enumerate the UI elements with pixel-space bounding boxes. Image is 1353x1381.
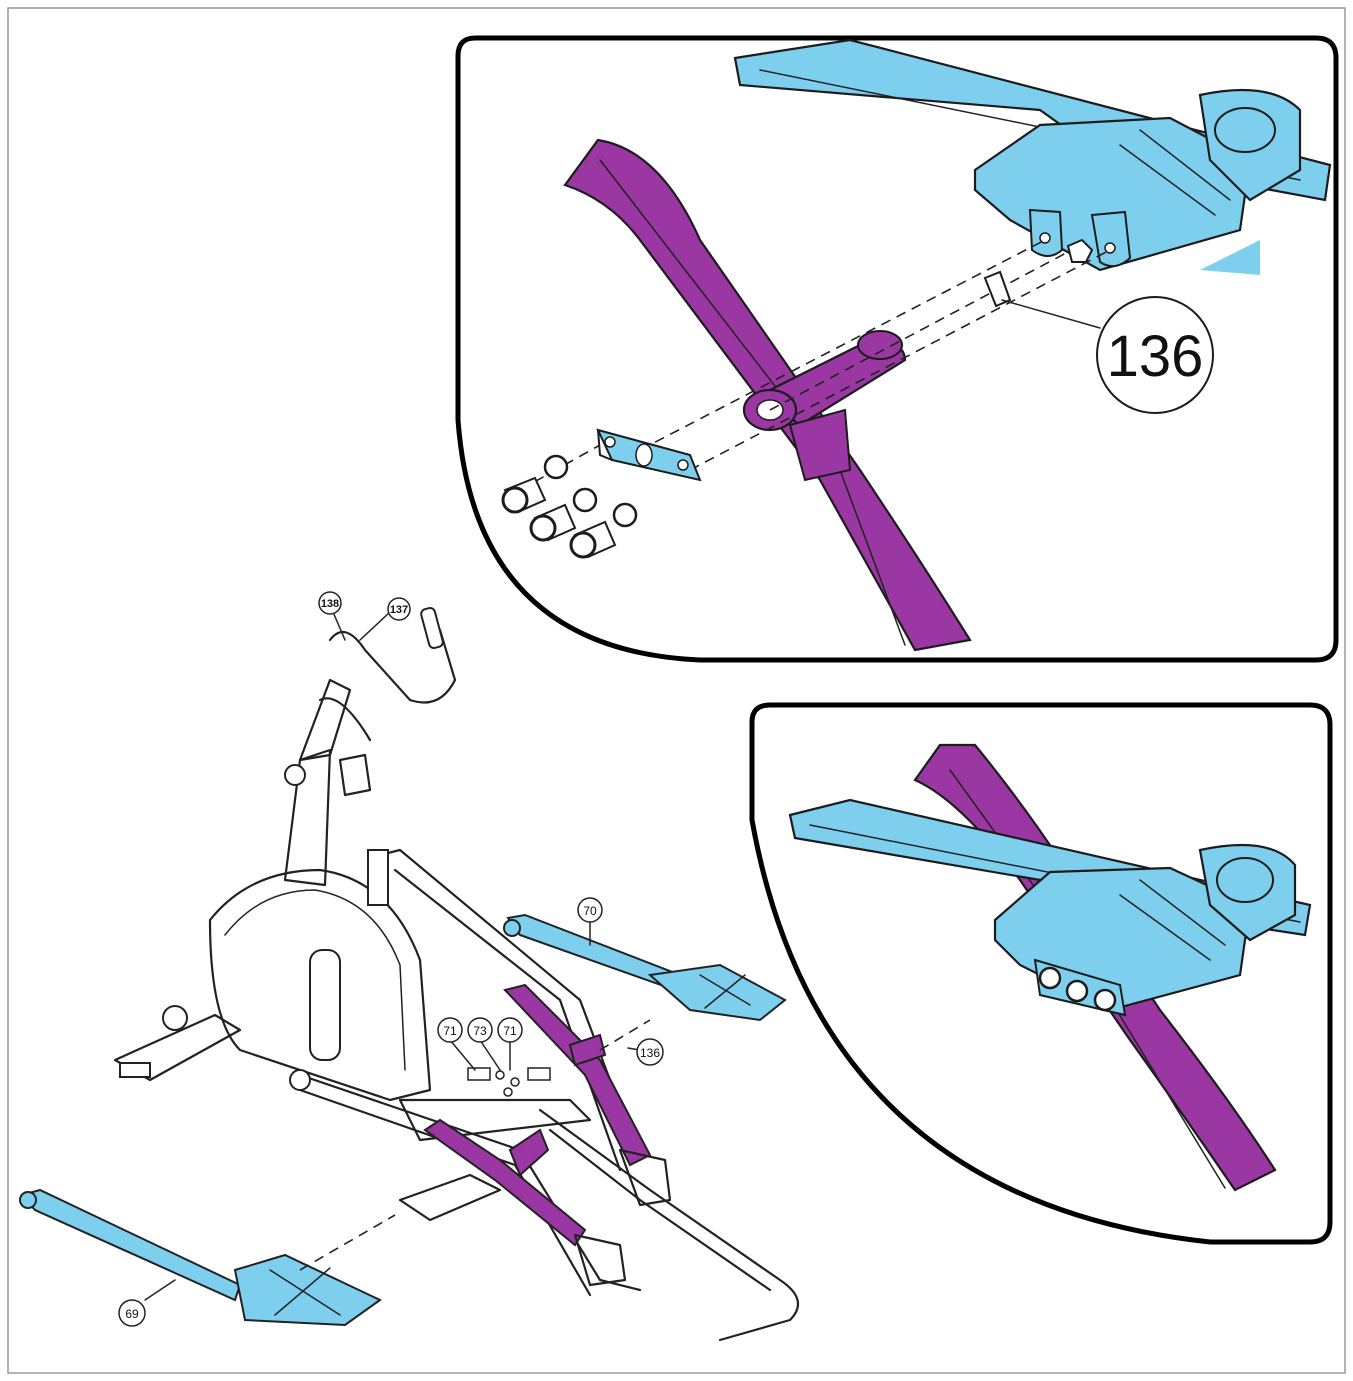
assembled-bracket [1033,958,1127,1017]
page-border [7,7,1346,1374]
callout-136-detail-circle [1096,296,1214,414]
svg-text:71: 71 [503,1024,517,1038]
main-purple-arm-left [423,1118,587,1247]
callout-137: 137 [387,597,411,621]
callout-136-main: 136 [636,1038,664,1066]
callout-136-detail: 136 [1107,324,1204,389]
main-blue-pedal-arm-69 [19,1188,382,1327]
svg-text:138: 138 [321,598,339,610]
main-hardware [467,1067,551,1097]
svg-text:70: 70 [583,904,597,918]
detail-panel-exploded: 136 [455,35,1339,663]
callout-138: 138 [318,591,342,615]
detail-panel-assembled [749,702,1333,1245]
svg-text:73: 73 [473,1024,487,1038]
callout-73: 73 [467,1017,493,1043]
detail-blue-pedal-arm [733,38,1332,275]
svg-text:69: 69 [125,1307,139,1321]
svg-text:136: 136 [640,1046,660,1060]
callout-71-right: 71 [497,1017,523,1043]
main-elliptical-view: 138 137 70 71 73 71 136 69 [19,591,800,1342]
detail-bolts [501,454,638,559]
main-purple-arm-right [503,983,652,1167]
callout-71-left: 71 [437,1017,463,1043]
svg-text:137: 137 [390,604,408,616]
main-blue-pedal-arm-70 [503,913,787,1022]
detail-bracket-plate [596,428,702,482]
callout-70: 70 [577,897,603,923]
svg-text:71: 71 [443,1024,457,1038]
callout-69: 69 [118,1299,146,1327]
